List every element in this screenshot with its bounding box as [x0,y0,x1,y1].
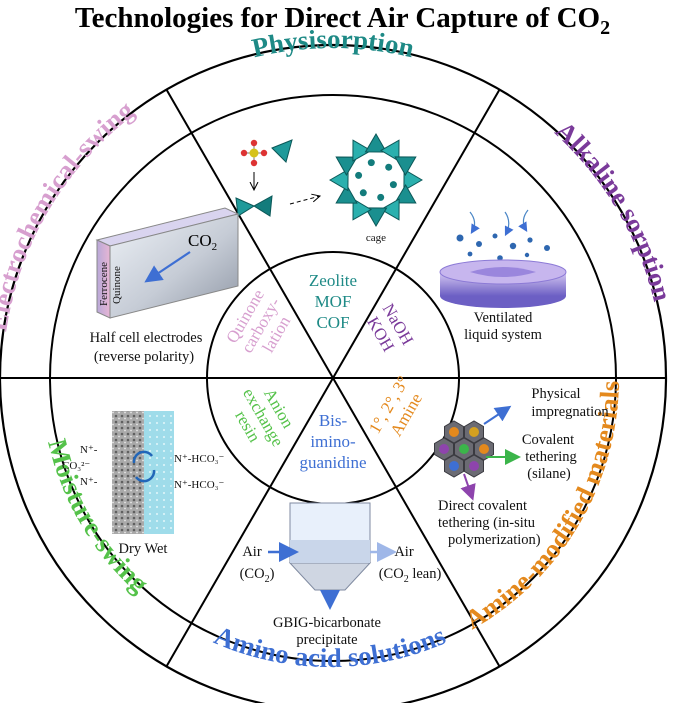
dry-co3-label: CO₃²⁻ [62,460,90,472]
amine-illustration: Physical impregnation Covalent tethering… [434,386,609,548]
ferrocene-label: Ferrocene [98,262,110,306]
crystallizer-illustration: Air (CO2) Air (CO2 lean) GBIG-bicarbonat… [240,502,442,648]
physical-label-1: Physical [531,386,580,402]
air-in-co2-label: (CO2) [240,566,275,585]
svg-text:COF: COF [316,313,349,332]
diagram-title: Technologies for Direct Air Capture of C… [74,2,611,39]
sio4-tetrahedron [240,139,268,167]
electrochem-caption-1: Half cell electrodes [90,330,203,346]
svg-text:Zeolite: Zeolite [309,271,357,290]
dry-panel [112,411,144,534]
cage-tetrahedron [364,133,388,153]
inner-label-amino-acid: Bis- imino- guanidine [299,411,366,472]
cage-tetrahedron [379,198,400,221]
dry-n-label-1: N⁺- [80,444,98,456]
dry-n-label-2: N⁺- [80,476,98,488]
electrochem-caption-2: (reverse polarity) [94,349,194,365]
cage-tetrahedron [335,183,358,204]
direct-label-3: polymerization) [448,532,541,548]
precipitate-label-1: GBIG-bicarbonate [273,615,381,631]
cage-node [367,159,375,167]
direct-label-1: Direct covalent [438,498,527,514]
hexagonal-support-icon [434,420,494,478]
cage-label: cage [366,232,386,244]
moisture-illustration: N⁺- CO₃²⁻ N⁺- N⁺-HCO₃⁻ N⁺-HCO₃⁻ Dry Wet [62,411,224,557]
cage-tetrahedron [335,156,358,176]
reactor-liquid [290,540,370,563]
air-flow-arrows [469,209,529,237]
cage-tetrahedron [403,168,423,192]
covalent-label-1: Covalent [522,432,574,448]
droplets [456,233,550,261]
amine-site [479,444,489,454]
air-out-label: Air [394,544,414,560]
wet-panel [144,411,174,534]
air-in-label: Air [242,544,262,560]
alkaline-caption-1: Ventilated [474,310,534,326]
tetrahedron-pair [235,195,273,217]
sector-dividers [0,89,666,667]
covalent-label-3: (silane) [527,466,571,482]
direct-tethering-arrow [460,473,476,501]
wet-hco3-label-1: N⁺-HCO₃⁻ [174,453,224,465]
cage-tetrahedron [352,139,373,162]
tetrahedron-shape [271,139,293,163]
inner-label-physisorption: Zeolite MOF COF [309,271,357,332]
svg-text:imino-: imino- [310,432,356,451]
amine-site [439,444,449,454]
svg-text:guanidine: guanidine [299,453,366,472]
fan-blades [470,267,536,277]
cage-tetrahedron [364,207,388,227]
covalent-label-2: tethering [525,449,577,465]
alkaline-illustration: Ventilated liquid system [439,209,567,343]
arrow-right [289,196,320,205]
electrode-illustration: Ferrocene Quinone CO2 Half cell electrod… [90,207,240,365]
precipitate-label-2: precipitate [296,632,357,648]
amine-site [449,461,459,471]
alkaline-caption-2: liquid system [464,327,542,343]
svg-text:Bis-: Bis- [319,411,348,430]
cage-node [355,171,363,179]
cage-node [377,193,385,201]
zeolite-cage-icon [329,133,423,227]
amine-site [469,461,479,471]
cage-tetrahedron [394,156,417,177]
dry-wet-caption: Dry Wet [119,541,168,557]
cage-node [389,181,397,189]
zeolite-illustration: cage [235,133,423,244]
cage-tetrahedron [352,198,372,221]
co2-arrow [144,251,191,283]
amine-site [469,427,479,437]
air-out-co2-label: (CO2 lean) [379,566,442,585]
quinone-label: Quinone [111,266,123,304]
cage-tetrahedron [380,139,400,162]
cage-node [359,189,367,197]
physical-label-2: impregnation [531,404,609,420]
svg-text:MOF: MOF [315,292,352,311]
cage-tetrahedron [394,184,417,204]
wet-hco3-label-2: N⁺-HCO₃⁻ [174,479,224,491]
electrode-face [109,213,239,319]
cycle-arrows [132,450,156,483]
amine-site [449,427,459,437]
electrode-co2-label: CO2 [188,231,217,253]
cage-tetrahedron [329,168,349,192]
cage-node [385,163,393,171]
direct-label-2: tethering (in-situ [438,515,535,531]
impregnation-arrow [483,405,512,425]
amine-site [459,444,469,454]
